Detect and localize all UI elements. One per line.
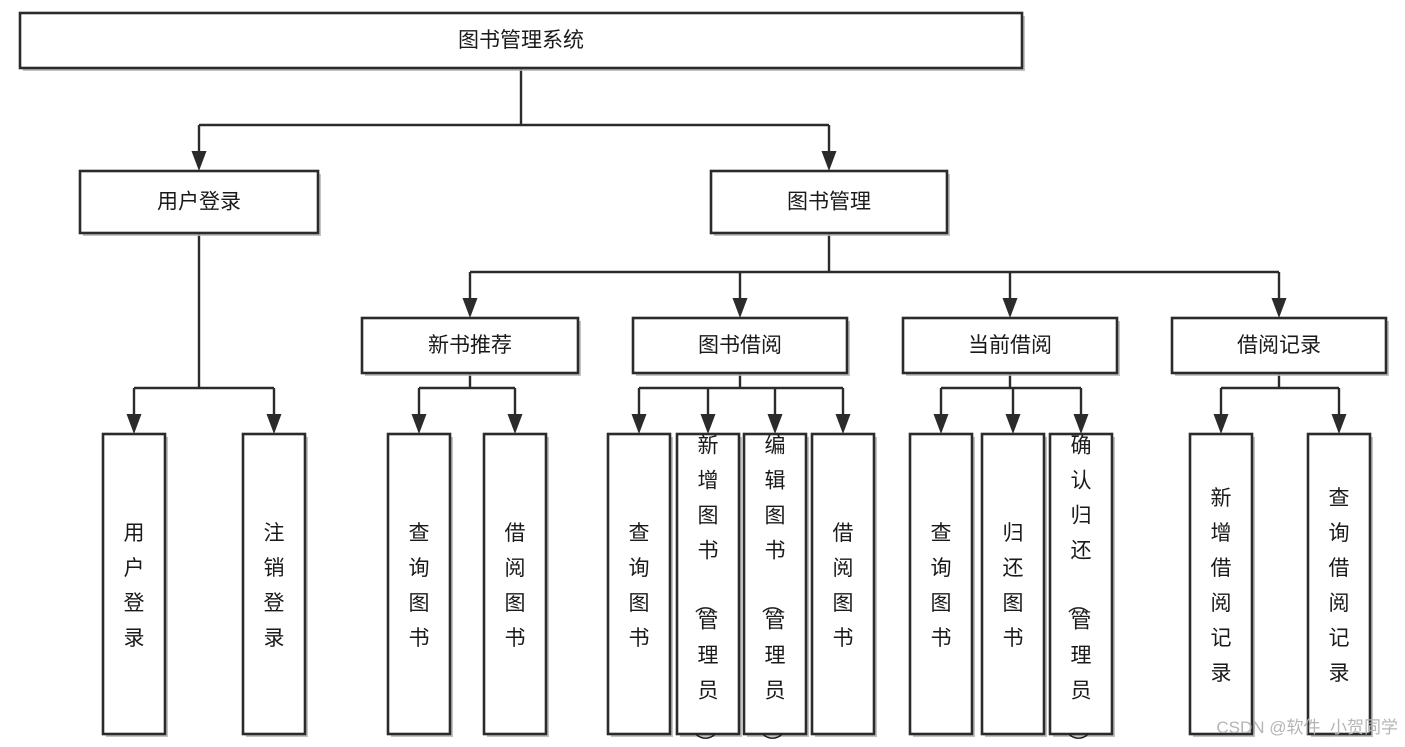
node-box[interactable] xyxy=(1048,432,1114,736)
node-box[interactable] xyxy=(810,432,876,736)
node-box[interactable] xyxy=(101,432,167,736)
node-borrow-record[interactable]: 借阅记录 xyxy=(1170,316,1389,376)
node-label: 新书推荐 xyxy=(428,334,512,357)
node-label: 借阅记录 xyxy=(1237,334,1321,357)
node-label: 图书借阅 xyxy=(698,334,782,357)
node-box[interactable] xyxy=(980,432,1046,736)
node-leaf-query-book-3[interactable]: 查询图书 xyxy=(908,432,975,737)
node-box[interactable] xyxy=(606,432,672,736)
node-user-login[interactable]: 用户登录 xyxy=(78,169,321,236)
node-book-borrow[interactable]: 图书借阅 xyxy=(631,316,850,376)
node-box[interactable] xyxy=(901,316,1119,375)
node-new-book-rec[interactable]: 新书推荐 xyxy=(360,316,581,376)
node-box[interactable] xyxy=(18,11,1024,70)
node-leaf-add-book[interactable]: 新增图书（管理员） xyxy=(675,432,742,747)
node-box[interactable] xyxy=(386,432,452,736)
node-current-borrow[interactable]: 当前借阅 xyxy=(901,316,1120,376)
node-box[interactable] xyxy=(1306,432,1372,736)
node-box[interactable] xyxy=(482,432,548,736)
node-leaf-edit-book[interactable]: 编辑图书（管理员） xyxy=(742,432,809,747)
node-leaf-borrow-book-1[interactable]: 借阅图书 xyxy=(482,432,549,737)
node-label: 新增图书（管理员） xyxy=(693,435,719,747)
node-box[interactable] xyxy=(78,169,320,235)
node-label: 注销登录 xyxy=(264,522,285,650)
node-box[interactable] xyxy=(631,316,849,375)
node-box[interactable] xyxy=(1188,432,1254,736)
node-label: 图书管理 xyxy=(787,191,871,214)
connector-layer xyxy=(126,68,1347,434)
node-label: 借阅图书 xyxy=(833,522,854,650)
node-leaf-borrow-book-2[interactable]: 借阅图书 xyxy=(810,432,877,737)
node-box[interactable] xyxy=(908,432,974,736)
node-box[interactable] xyxy=(675,432,741,736)
node-label: 用户登录 xyxy=(157,191,241,214)
node-label: 新增借阅记录 xyxy=(1211,487,1232,685)
node-label: 当前借阅 xyxy=(968,334,1052,357)
node-layer: 图书管理系统用户登录图书管理新书推荐图书借阅当前借阅借阅记录用户登录注销登录查询… xyxy=(18,11,1389,747)
node-leaf-user-login[interactable]: 用户登录 xyxy=(101,432,168,737)
node-box[interactable] xyxy=(241,432,307,736)
node-leaf-query-book-2[interactable]: 查询图书 xyxy=(606,432,673,737)
node-box[interactable] xyxy=(742,432,808,736)
node-leaf-confirm-return[interactable]: 确认归还（管理员） xyxy=(1048,432,1115,747)
node-label: 查询图书 xyxy=(629,522,650,650)
node-label: 确认归还（管理员） xyxy=(1066,435,1092,747)
node-label: 查询图书 xyxy=(409,522,430,650)
node-label: 用户登录 xyxy=(124,522,145,650)
node-label: 查询图书 xyxy=(931,522,952,650)
node-book-manage[interactable]: 图书管理 xyxy=(709,169,950,236)
csdn-watermark: CSDN @软件_小贺同学 xyxy=(1216,718,1398,737)
node-label: 归还图书 xyxy=(1003,522,1024,650)
node-leaf-return-book[interactable]: 归还图书 xyxy=(980,432,1047,737)
node-box[interactable] xyxy=(709,169,949,235)
node-label: 编辑图书（管理员） xyxy=(760,435,786,747)
node-box[interactable] xyxy=(360,316,580,375)
node-leaf-add-record[interactable]: 新增借阅记录 xyxy=(1188,432,1255,737)
node-box[interactable] xyxy=(1170,316,1388,375)
node-leaf-query-book-1[interactable]: 查询图书 xyxy=(386,432,453,737)
node-label: 图书管理系统 xyxy=(458,29,584,52)
node-leaf-query-record[interactable]: 查询借阅记录 xyxy=(1306,432,1373,737)
node-leaf-logout[interactable]: 注销登录 xyxy=(241,432,308,737)
node-label: 查询借阅记录 xyxy=(1329,487,1350,685)
node-label: 借阅图书 xyxy=(505,522,526,650)
node-root[interactable]: 图书管理系统 xyxy=(18,11,1025,71)
